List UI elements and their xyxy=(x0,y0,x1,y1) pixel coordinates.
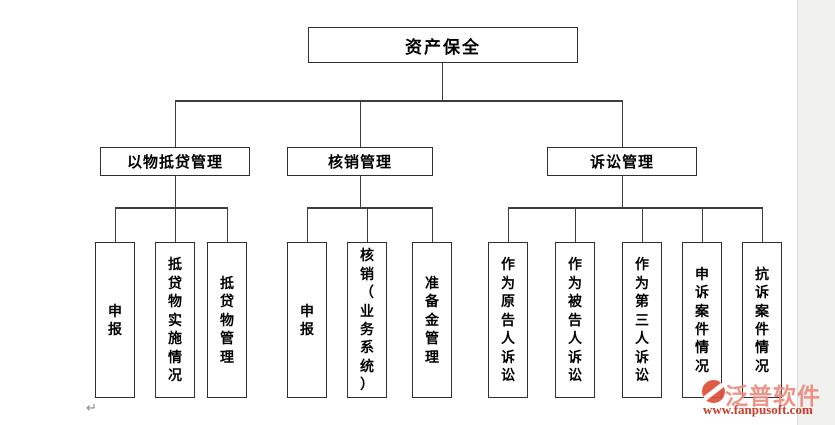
node-leaf-label: 作为原告人诉讼 xyxy=(501,256,515,384)
node-branch-label: 诉讼管理 xyxy=(589,154,654,171)
connector-line xyxy=(641,207,643,242)
node-leaf-appeal-cases: 申诉案件情况 xyxy=(682,242,722,398)
connector-line xyxy=(114,207,116,242)
node-leaf-label: 核销（业务系统） xyxy=(360,247,374,393)
connector-line xyxy=(174,100,623,102)
node-leaf-label: 申报 xyxy=(300,302,314,337)
node-branch-label: 以物抵贷管理 xyxy=(126,154,223,171)
connector-line xyxy=(114,207,228,209)
watermark-url: www.fanpusoft.com xyxy=(703,402,813,417)
node-root-label: 资产保全 xyxy=(405,37,481,57)
node-leaf-label: 申报 xyxy=(108,302,122,337)
connector-line xyxy=(507,207,763,209)
node-leaf-label: 作为第三人诉讼 xyxy=(635,256,649,384)
node-branch-collateral-mgmt: 以物抵贷管理 xyxy=(100,147,250,176)
fanpu-logo-icon xyxy=(702,380,725,403)
connector-line xyxy=(359,100,361,147)
connector-line xyxy=(359,175,361,208)
node-leaf-label: 申诉案件情况 xyxy=(695,265,709,374)
node-leaf-defendant-litigation: 作为被告人诉讼 xyxy=(555,242,595,398)
node-leaf-label: 抗诉案件情况 xyxy=(755,265,769,374)
connector-line xyxy=(621,175,623,208)
connector-line xyxy=(174,100,176,147)
node-branch-litigation-mgmt: 诉讼管理 xyxy=(547,147,697,176)
connector-line xyxy=(366,207,368,242)
connector-line xyxy=(701,207,703,242)
watermark-brand: 泛普软件 xyxy=(725,383,821,409)
connector-line xyxy=(226,207,228,242)
node-leaf-label: 抵贷物管理 xyxy=(220,274,234,365)
connector-line xyxy=(574,207,576,242)
connector-line xyxy=(431,207,433,242)
connector-line xyxy=(761,207,763,242)
connector-line xyxy=(174,175,176,208)
watermark: 泛普软件 www.fanpusoft.com xyxy=(698,376,828,422)
page-edge-panel xyxy=(797,0,835,425)
node-branch-label: 核销管理 xyxy=(327,154,392,171)
node-leaf-label: 抵贷物实施情况 xyxy=(168,256,182,384)
node-leaf-reserve-management: 准备金管理 xyxy=(412,242,452,398)
node-branch-writeoff-mgmt: 核销管理 xyxy=(287,147,433,176)
connector-line xyxy=(441,63,443,100)
connector-line xyxy=(507,207,509,242)
paragraph-mark: ↵ xyxy=(86,400,97,415)
node-leaf-collateral-implementation: 抵贷物实施情况 xyxy=(155,242,195,398)
node-leaf-thirdparty-litigation: 作为第三人诉讼 xyxy=(622,242,662,398)
node-leaf-collateral-management: 抵贷物管理 xyxy=(207,242,247,398)
connector-line xyxy=(621,100,623,147)
node-leaf-label: 作为被告人诉讼 xyxy=(568,256,582,384)
node-leaf-plaintiff-litigation: 作为原告人诉讼 xyxy=(488,242,528,398)
node-leaf-writeoff-business-system: 核销（业务系统） xyxy=(347,242,387,398)
connector-line xyxy=(306,207,433,209)
node-leaf-declare-2: 申报 xyxy=(287,242,327,398)
node-root: 资产保全 xyxy=(308,27,578,63)
connector-line xyxy=(306,207,308,242)
node-leaf-protest-cases: 抗诉案件情况 xyxy=(742,242,782,398)
connector-line xyxy=(174,207,176,242)
node-leaf-label: 准备金管理 xyxy=(425,274,439,365)
node-leaf-declare: 申报 xyxy=(95,242,135,398)
